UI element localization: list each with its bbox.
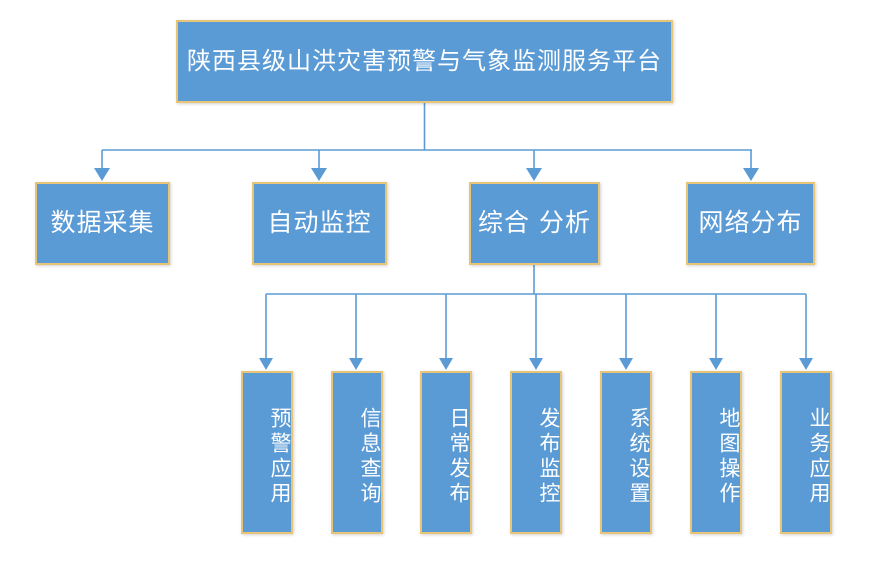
node-business-application[interactable]: 业务应用 <box>780 371 832 534</box>
arrowhead-l2-2 <box>311 168 327 181</box>
arrowhead-l2-4 <box>743 168 759 181</box>
arrowhead-l3-6 <box>709 358 723 370</box>
arrowhead-l3-5 <box>619 358 633 370</box>
arrowhead-l3-7 <box>799 358 813 370</box>
arrowhead-l3-4 <box>529 358 543 370</box>
arrowhead-l3-3 <box>439 358 453 370</box>
node-system-settings[interactable]: 系统设置 <box>600 371 652 534</box>
node-data-collection[interactable]: 数据采集 <box>35 182 170 265</box>
node-information-query[interactable]: 信息查询 <box>331 371 383 534</box>
node-network-distribution[interactable]: 网络分布 <box>686 182 815 265</box>
arrowhead-l3-1 <box>259 358 273 370</box>
node-release-monitoring[interactable]: 发布监控 <box>510 371 562 534</box>
node-warning-application[interactable]: 预警应用 <box>241 371 293 534</box>
node-automatic-monitoring[interactable]: 自动监控 <box>252 182 387 265</box>
arrowhead-l3-2 <box>349 358 363 370</box>
node-comprehensive-analysis[interactable]: 综合 分析 <box>469 182 600 265</box>
arrowhead-l2-1 <box>94 168 110 181</box>
arrowhead-l2-3 <box>526 168 542 181</box>
node-map-operation[interactable]: 地图操作 <box>690 371 742 534</box>
node-platform-title[interactable]: 陕西县级山洪灾害预警与气象监测服务平台 <box>176 20 673 103</box>
node-daily-release[interactable]: 日常发布 <box>420 371 472 534</box>
